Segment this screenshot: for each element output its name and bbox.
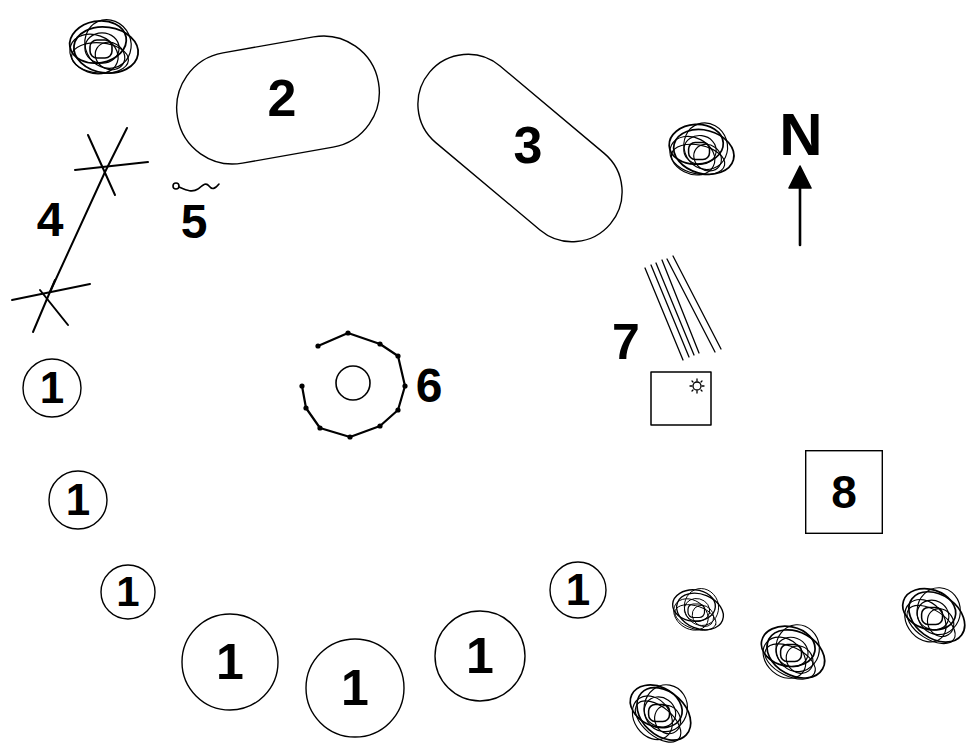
bush-stroke [688,604,705,618]
north-label: N [779,105,822,165]
bush-stroke [759,637,820,687]
node-outline-shape [23,359,81,417]
bush-stroke [627,677,701,751]
fence-post [345,330,350,335]
snake-symbol [173,183,219,191]
bush-stroke [672,600,720,635]
node-outline-shape [168,27,388,173]
bush-stroke [682,596,712,624]
bush-stroke [649,704,670,721]
callout-number: 2 [268,72,297,124]
callout-number: 4 [37,196,64,244]
bush-stroke [638,691,681,733]
fence-post [299,383,304,388]
site-circle: 1 [48,470,108,530]
bush-stroke [689,142,710,159]
bush-stroke [901,598,962,652]
bush-stroke [899,581,967,652]
bush-stroke [682,134,718,167]
bush-stroke [90,40,112,58]
bush-stroke [688,601,718,631]
node-outline-shape [101,565,155,619]
bush-symbol [64,12,141,80]
node-outline-shape [182,614,278,710]
bush-stroke [922,604,959,642]
callout-number: 1 [566,568,590,612]
callout-number: 1 [116,571,139,613]
site-circle: 1 [22,358,82,418]
fence-post [377,423,382,428]
callout-number: 1 [40,366,64,410]
fence-post [402,383,407,388]
node-outline-shape [397,34,642,262]
bush-stroke [628,693,688,750]
bush-stroke [669,123,739,181]
node-outline-shape [806,451,883,534]
bush-symbol [896,581,967,652]
site-circle: 1 [549,561,607,619]
bush-stroke [70,40,129,75]
bush-stroke [688,139,726,177]
site-circle: 1 [181,613,279,711]
node-outline-shape [435,611,525,701]
bush-stroke [896,591,954,650]
node-outline-shape [550,562,606,618]
fire-ring-symbol [299,330,407,439]
bush-stroke [671,587,729,637]
tent-pitch: 3 [395,28,645,268]
bush-stroke [772,633,813,672]
fence-post [395,353,400,358]
site-circle: 1 [434,610,526,702]
callout-number: 1 [216,637,244,687]
bush-stroke [781,644,802,661]
callout-number: 1 [466,631,494,681]
fence-post [315,343,320,348]
bush-stroke [624,688,680,747]
north-arrow [789,166,811,245]
bush-symbol [663,117,739,182]
node-outline-shape [49,471,107,529]
callout-number: 1 [66,478,90,522]
bush-stroke [755,629,814,687]
fence-post [317,425,322,430]
bush-stroke [916,587,962,636]
fence-post [347,434,352,439]
site-circle: 1 [100,564,156,620]
bush-stroke [669,140,728,180]
bush-stroke [90,37,130,75]
bush-symbol [668,586,729,637]
bush-stroke [922,607,943,624]
bush-stroke [781,640,819,678]
pole-stack-symbol [645,256,721,425]
callout-number: 3 [514,119,543,171]
callout-number: 8 [831,469,857,515]
fence-post [395,407,400,412]
building-box: 8 [805,450,883,534]
callout-number: 7 [612,317,640,367]
bush-stroke [85,33,119,63]
bush-symbol [623,677,701,751]
bush-group [64,12,967,751]
tent-pitch: 2 [158,15,398,185]
callout-number: 6 [416,362,443,410]
fence-line-symbol [12,128,148,332]
callout-number: 1 [341,663,369,713]
callout-number: 5 [181,198,208,246]
bush-symbol [755,620,833,688]
site-circle: 1 [305,638,405,738]
fence-post [303,405,308,410]
node-outline-shape [306,639,404,737]
fence-post [377,341,382,346]
bush-stroke [912,595,954,636]
